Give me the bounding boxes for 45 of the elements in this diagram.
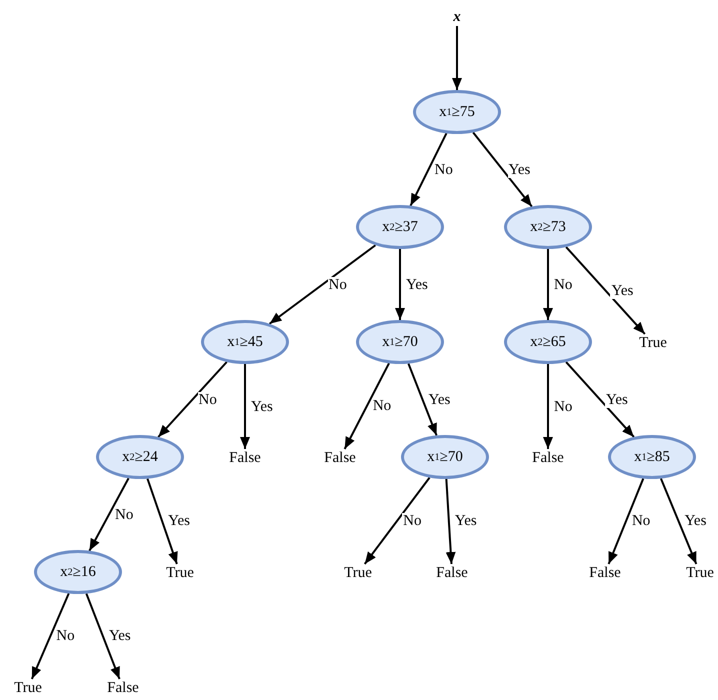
leaf-label: True <box>684 564 716 582</box>
edge-label: No <box>434 162 454 178</box>
arrow <box>445 478 456 564</box>
arrow <box>158 361 228 438</box>
arrow <box>344 362 390 450</box>
leaf-label: False <box>434 564 470 582</box>
arrow <box>85 593 120 680</box>
arrow <box>452 26 462 90</box>
leaf-label: False <box>587 564 623 582</box>
arrow <box>565 361 635 438</box>
edge-label: Yes <box>508 162 532 178</box>
arrow <box>395 249 405 320</box>
arrow <box>364 477 430 565</box>
edge-label: Yes <box>405 276 429 292</box>
arrow <box>410 132 448 206</box>
leaf-label: True <box>12 679 44 697</box>
edge-label: No <box>553 398 574 414</box>
arrow <box>240 364 250 449</box>
edge-label: Yes <box>610 282 634 299</box>
leaf-label: True <box>164 564 196 582</box>
arrow <box>408 363 438 436</box>
edge-label: No <box>328 276 348 292</box>
edge-label: Yes <box>428 392 452 408</box>
arrow <box>472 132 533 208</box>
edge-label: Yes <box>605 392 629 408</box>
arrow <box>608 478 644 564</box>
arrow <box>30 593 70 680</box>
leaf-label: False <box>322 449 358 467</box>
leaf-label: True <box>342 564 374 582</box>
leaf-label: True <box>637 334 669 352</box>
arrow <box>660 478 698 564</box>
leaf-label: False <box>105 679 141 697</box>
edge-label: No <box>114 506 134 522</box>
input-label: x <box>451 8 463 26</box>
arrow <box>88 478 130 552</box>
arrow <box>543 364 553 449</box>
edge-label: No <box>198 392 218 408</box>
edge-label: Yes <box>250 398 274 414</box>
arrow <box>543 249 553 320</box>
arrow <box>146 478 178 564</box>
arrow <box>269 244 376 325</box>
edge-label: No <box>553 276 574 292</box>
arrow <box>565 246 646 335</box>
leaf-label: False <box>227 449 263 467</box>
leaf-label: False <box>530 449 566 467</box>
